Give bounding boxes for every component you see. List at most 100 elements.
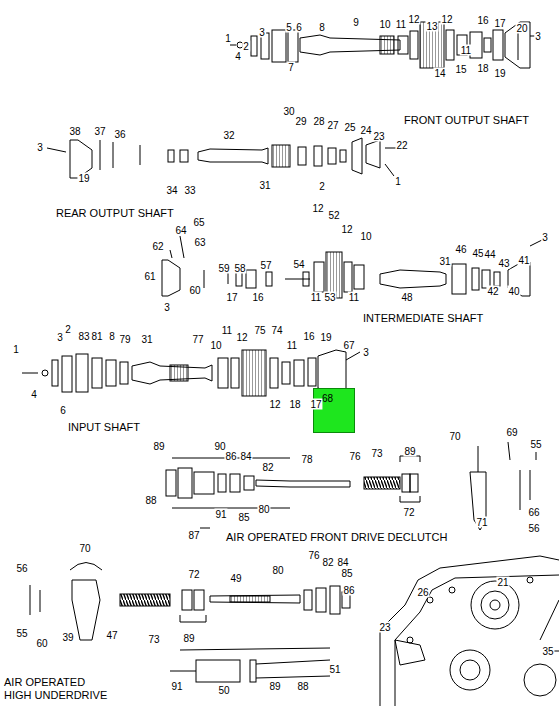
- callout-number: 4: [234, 51, 242, 62]
- callout-number: 48: [400, 292, 413, 303]
- callout-number: 12: [440, 14, 453, 25]
- callout-number: 11: [221, 325, 233, 336]
- callout-number: 18: [476, 63, 489, 74]
- callout-number: 43: [497, 258, 510, 269]
- callout-number: 85: [237, 512, 250, 523]
- callout-number: 89: [182, 633, 195, 644]
- callout-number: 14: [433, 68, 446, 79]
- callout-number: 16: [251, 292, 264, 303]
- callout-number: 2: [242, 41, 250, 52]
- callout-number: 7: [287, 62, 295, 73]
- callout-number: 3: [541, 232, 549, 243]
- callout-number: 77: [191, 334, 204, 345]
- callout-number: 86: [342, 585, 355, 596]
- callout-number: 89: [403, 446, 416, 457]
- callout-number: 35: [541, 646, 554, 657]
- callout-number: 19: [319, 332, 332, 343]
- callout-number: 62: [151, 241, 164, 252]
- section-title: AIR OPERATED HIGH UNDERDRIVE: [3, 676, 115, 702]
- callout-number: 12: [268, 399, 281, 410]
- callout-number: 19: [77, 173, 90, 184]
- callout-number: 8: [318, 22, 326, 33]
- callout-number: 5: [285, 22, 293, 33]
- callout-number: 50: [217, 685, 230, 696]
- callout-number: 66: [527, 507, 540, 518]
- front-drive-declutch: [166, 442, 536, 530]
- callout-number: 55: [529, 439, 542, 450]
- transfer-case-housing: [380, 556, 559, 706]
- callout-number: 11: [348, 292, 360, 303]
- callout-number: 60: [188, 285, 201, 296]
- callout-number: 80: [257, 504, 270, 515]
- callout-number: 46: [454, 244, 467, 255]
- callout-number: 59: [217, 263, 230, 274]
- callout-number: 23: [372, 131, 385, 142]
- callout-number: 3: [163, 302, 171, 313]
- callout-number: 29: [294, 116, 307, 127]
- input-shaft: [22, 350, 360, 396]
- callout-number: 56: [527, 523, 540, 534]
- callout-number: 72: [187, 569, 200, 580]
- callout-number: 23: [378, 622, 391, 633]
- callout-number: 19: [493, 68, 506, 79]
- callout-number: 74: [270, 325, 283, 336]
- rear-output-shaft: [47, 138, 398, 178]
- callout-number: 12: [407, 14, 420, 25]
- callout-number: 31: [438, 256, 451, 267]
- callout-number: 55: [15, 628, 28, 639]
- callout-number: 76: [348, 451, 361, 462]
- callout-number: 13: [425, 21, 438, 32]
- callout-number: 3: [534, 31, 542, 42]
- callout-number: 24: [359, 125, 372, 136]
- callout-number: 80: [271, 565, 284, 576]
- callout-number: 6: [295, 22, 303, 33]
- callout-number: 83: [77, 331, 90, 342]
- callout-number: 71: [475, 517, 488, 528]
- high-underdrive: [30, 563, 350, 683]
- callout-number: 51: [328, 664, 341, 675]
- callout-number: 31: [258, 180, 271, 191]
- callout-number: 39: [61, 632, 74, 643]
- callout-number: 60: [35, 638, 48, 649]
- callout-number: 1: [394, 176, 402, 187]
- callout-number: 56: [15, 563, 28, 574]
- callout-number: 73: [370, 448, 383, 459]
- callout-number: 88: [144, 495, 157, 506]
- callout-number: 44: [483, 249, 496, 260]
- callout-number: 91: [170, 681, 183, 692]
- callout-number: 84: [336, 557, 349, 568]
- callout-number: 64: [174, 225, 187, 236]
- callout-number: 88: [296, 681, 309, 692]
- callout-number: 3: [258, 27, 266, 38]
- callout-number: 31: [140, 334, 153, 345]
- callout-number: 81: [90, 331, 103, 342]
- callout-number: 49: [229, 573, 242, 584]
- callout-number: 57: [259, 260, 272, 271]
- callout-number: 36: [113, 129, 126, 140]
- callout-number: 21: [496, 577, 509, 588]
- callout-number: 12: [311, 203, 324, 214]
- callout-number: 27: [326, 120, 339, 131]
- callout-number: 41: [517, 255, 530, 266]
- callout-number: 11: [460, 45, 472, 56]
- callout-number: 26: [416, 587, 429, 598]
- callout-number: 11: [286, 340, 298, 351]
- callout-number: 70: [78, 543, 91, 554]
- callout-number: 40: [507, 286, 520, 297]
- callout-number: 42: [486, 286, 499, 297]
- callout-number: 76: [307, 550, 320, 561]
- callout-number: 37: [93, 126, 106, 137]
- callout-number: 17: [309, 399, 322, 410]
- callout-number: 63: [193, 237, 206, 248]
- callout-number: 38: [68, 126, 81, 137]
- section-title: REAR OUTPUT SHAFT: [55, 207, 175, 220]
- callout-number: 84: [239, 451, 252, 462]
- callout-number: 73: [147, 634, 160, 645]
- callout-number: 10: [359, 231, 372, 242]
- callout-number: 25: [343, 122, 356, 133]
- callout-number: 1: [12, 344, 20, 355]
- callout-number: 91: [214, 509, 227, 520]
- highlight-box: 68: [313, 388, 355, 433]
